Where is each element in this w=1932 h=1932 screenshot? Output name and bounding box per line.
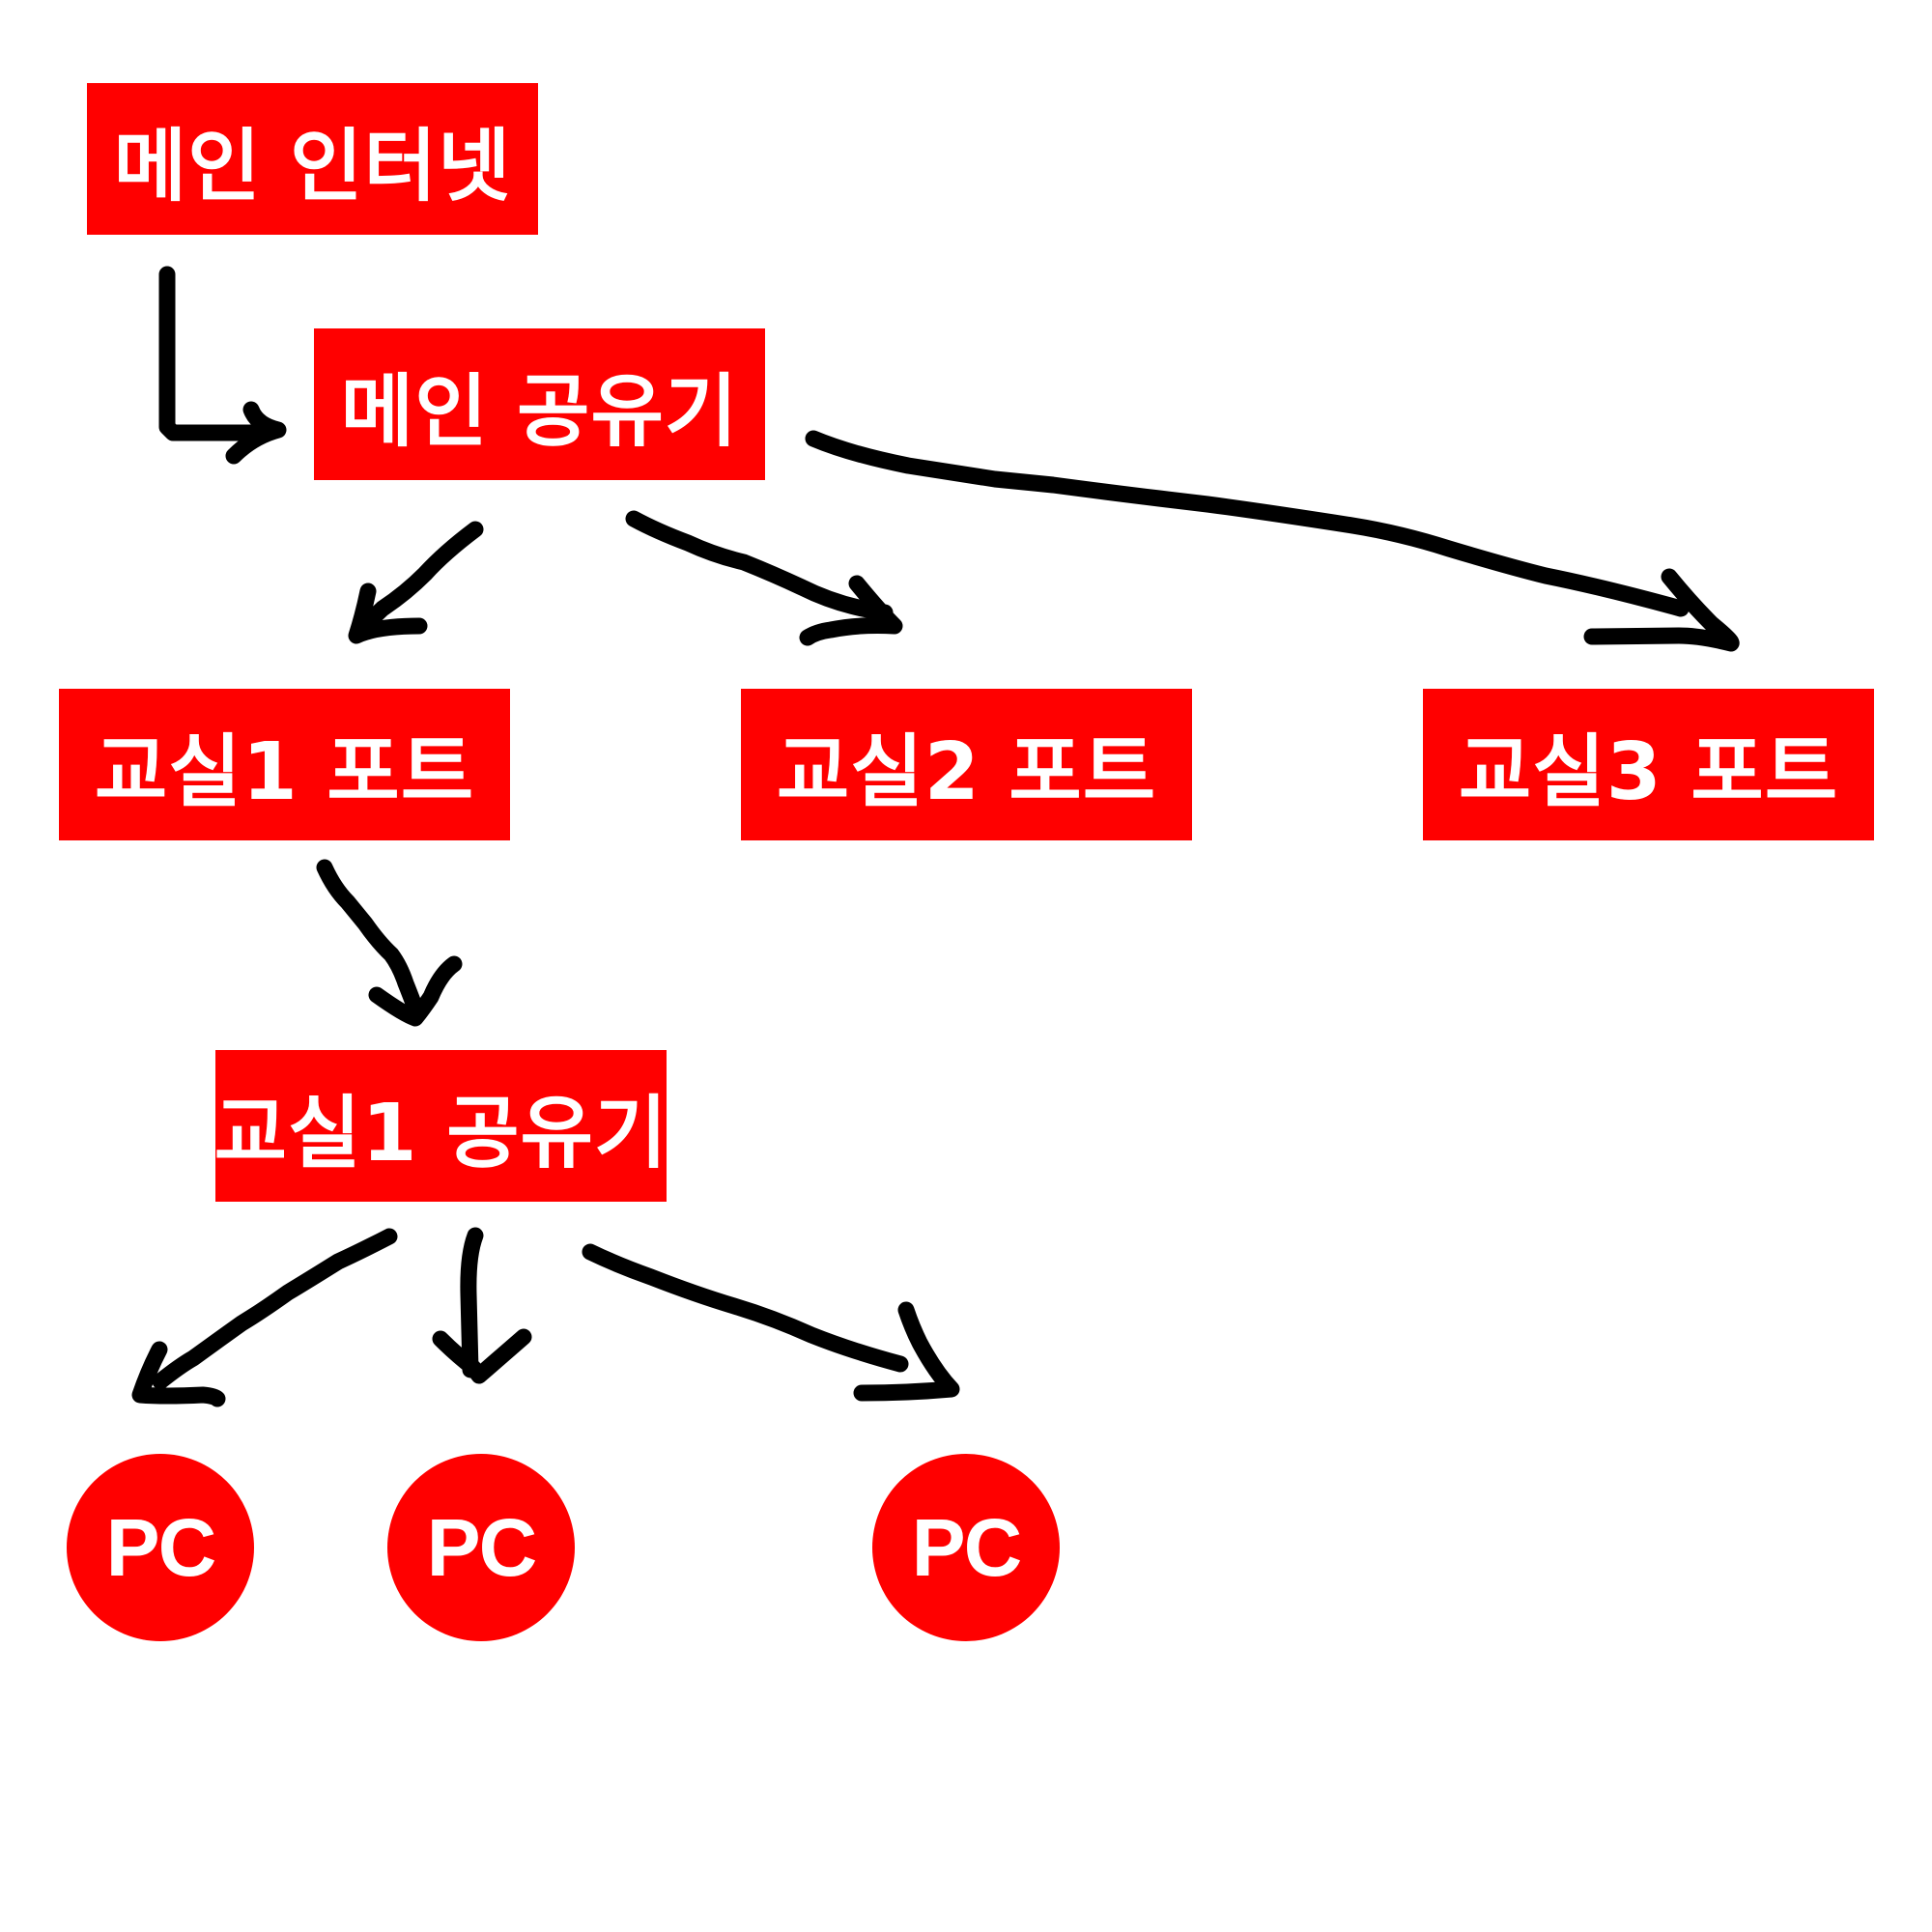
node-pc-1-label: PC [105,1501,217,1593]
node-class1-port: 교실1 포트 [59,689,510,840]
node-class1-router-label: 교실1 공유기 [213,1088,668,1179]
arrow-class1-router-to-pc3 [582,1243,960,1402]
node-class3-port: 교실3 포트 [1423,689,1874,840]
node-main-router-label: 메인 공유기 [340,366,739,458]
node-main-internet: 메인 인터넷 [87,83,538,235]
arrow-class1-router-to-pc1 [131,1228,398,1407]
node-class3-port-label: 교실3 포트 [1458,726,1839,818]
arrow-main-router-to-class3-port [805,430,1740,652]
node-main-router: 메인 공유기 [314,328,765,480]
node-pc-3-label: PC [911,1501,1023,1593]
arrow-class1-port-to-class1-router [316,859,463,1027]
node-pc-2: PC [387,1454,575,1641]
arrow-main-router-to-class1-port [348,521,484,644]
node-class1-router: 교실1 공유기 [213,1050,668,1202]
node-pc-2-label: PC [426,1501,538,1593]
node-class1-port-label: 교실1 포트 [94,726,475,818]
arrow-class1-router-to-pc2 [432,1227,532,1384]
node-pc-3: PC [872,1454,1060,1641]
node-class2-port-label: 교실2 포트 [776,726,1157,818]
node-main-internet-label: 메인 인터넷 [113,121,512,213]
arrow-internet-to-main-router [158,266,287,465]
arrow-main-router-to-class2-port [625,510,903,646]
node-class2-port: 교실2 포트 [741,689,1192,840]
node-pc-1: PC [67,1454,254,1641]
